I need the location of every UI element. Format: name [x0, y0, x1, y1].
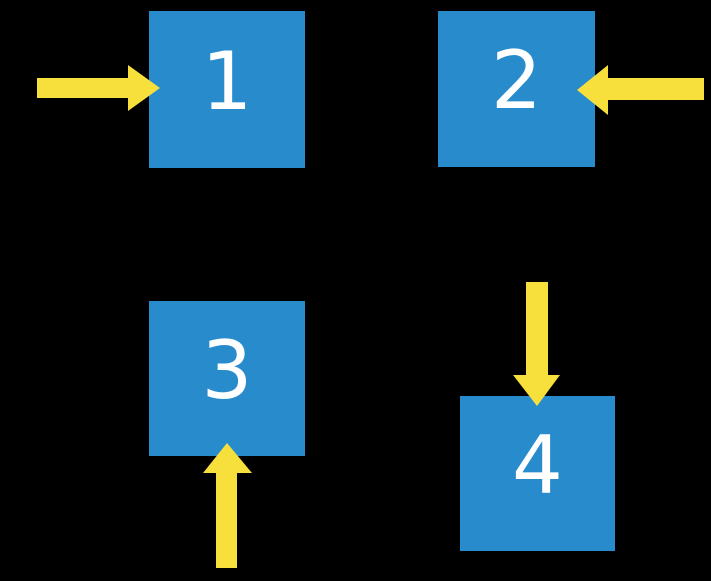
box-1: 1 — [149, 11, 305, 168]
arrow-down-icon — [513, 282, 560, 406]
box-3: 3 — [149, 301, 305, 456]
box-3-label: 3 — [201, 323, 253, 417]
box-1-label: 1 — [201, 34, 253, 128]
arrow-up-icon — [203, 443, 252, 568]
box-2-label: 2 — [491, 34, 542, 127]
arrow-right-icon — [37, 65, 160, 111]
box-2: 2 — [438, 11, 595, 167]
arrow-left-icon — [577, 65, 704, 115]
box-4: 4 — [460, 396, 615, 551]
box-4-label: 4 — [512, 418, 563, 512]
